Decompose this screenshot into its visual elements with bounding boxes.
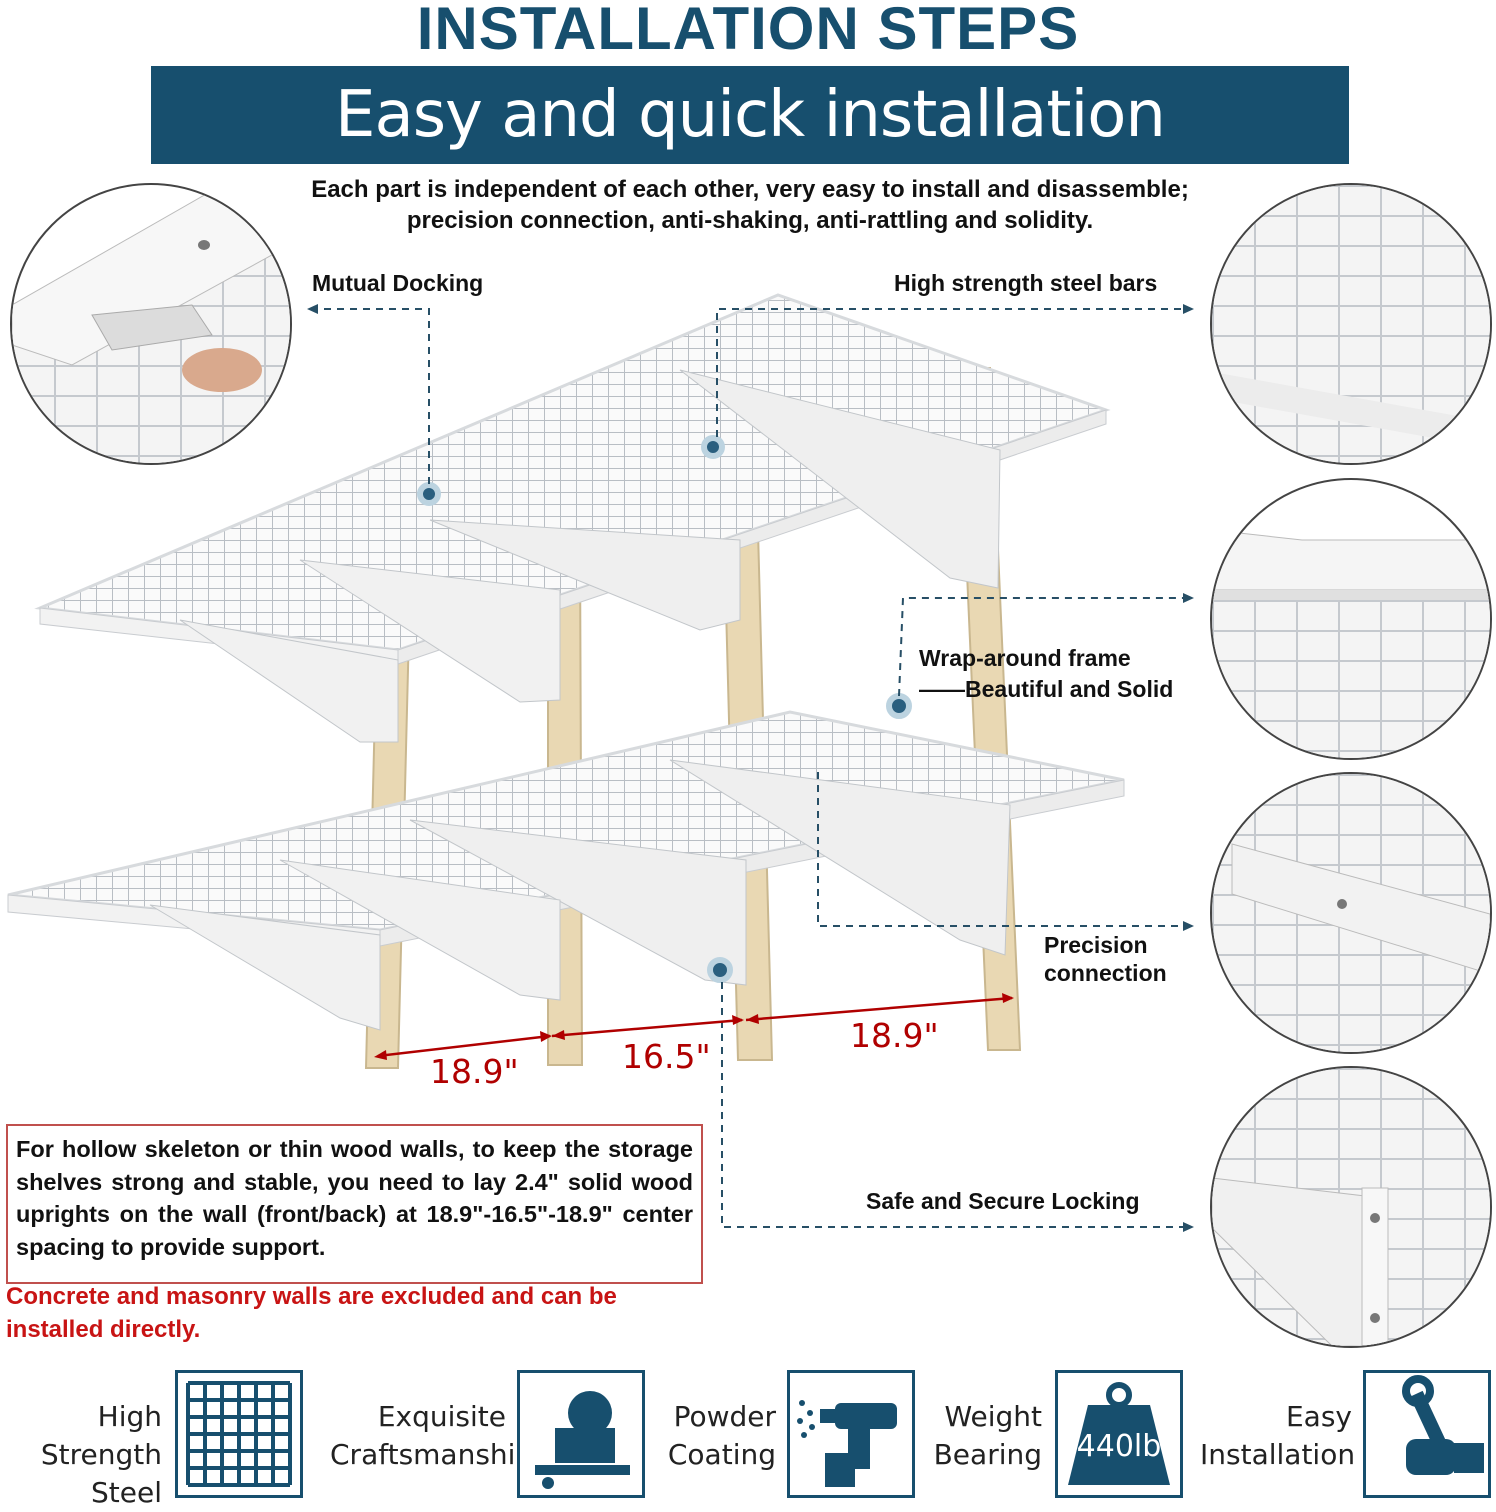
- callout-locking: Safe and Secure Locking: [866, 1188, 1140, 1214]
- callout-precision-line1: Precision: [1044, 932, 1148, 958]
- dimension-right: 18.9": [850, 1016, 939, 1055]
- callout-steel-bars: High strength steel bars: [894, 270, 1158, 296]
- callout-arrowheads: [307, 304, 1194, 1232]
- locking-detail-icon: [1212, 1068, 1490, 1346]
- banner-heading: Easy and quick installation: [151, 66, 1349, 164]
- callout-lines: [315, 308, 1186, 1228]
- callout-wrap-frame-line1: Wrap-around frame: [919, 645, 1131, 671]
- dimension-arrows: [374, 993, 1014, 1060]
- dimension-middle: 16.5": [622, 1037, 711, 1076]
- callout-wrap-frame-line2: ——Beautiful and Solid: [919, 676, 1174, 702]
- lower-shelf: [7, 710, 1125, 1031]
- upper-shelf: [34, 293, 1111, 743]
- wall-support-note: For hollow skeleton or thin wood walls, …: [6, 1124, 703, 1284]
- callout-mutual-docking: Mutual Docking: [312, 270, 484, 296]
- grid-icon: [175, 1370, 303, 1498]
- precision-detail-icon: [1212, 774, 1490, 1052]
- callout-precision-line2: connection: [1044, 960, 1167, 986]
- weight-icon: 440lb: [1055, 1370, 1183, 1498]
- intro-line-1: Each part is independent of each other, …: [311, 176, 1189, 203]
- welder-icon: [517, 1370, 645, 1498]
- feature-label-craftsmanship: Exquisite Craftsmanship: [330, 1400, 534, 1471]
- detail-mutual-docking: [10, 183, 292, 465]
- spray-gun-icon: [787, 1370, 915, 1498]
- dimension-left: 18.9": [430, 1052, 519, 1091]
- detail-steel-bars: [1210, 183, 1492, 465]
- wrench-hand-icon: [1363, 1370, 1491, 1498]
- frame-detail-icon: [1212, 529, 1490, 758]
- feature-label-weight-bearing: Weight Bearing: [933, 1400, 1042, 1471]
- feature-label-powder-coating: Powder Coating: [667, 1400, 776, 1471]
- feature-label-high-strength-steel: High Strength Steel: [40, 1400, 162, 1509]
- docking-detail-icon: [12, 185, 290, 463]
- detail-wrap-frame: [1210, 478, 1492, 760]
- detail-secure-locking: [1210, 1066, 1492, 1348]
- weight-badge: 440lb: [1076, 1429, 1162, 1464]
- feature-label-easy-installation: Easy Installation: [1200, 1400, 1356, 1471]
- masonry-warning: Concrete and masonry walls are excluded …: [6, 1283, 617, 1343]
- intro-line-2: precision connection, anti-shaking, anti…: [406, 207, 1094, 234]
- intro-text: Each part is independent of each other, …: [240, 174, 1260, 236]
- callout-markers: [417, 435, 912, 983]
- page-title: INSTALLATION STEPS: [416, 0, 1080, 62]
- steel-bars-detail-icon: [1212, 185, 1490, 463]
- detail-precision-connection: [1210, 772, 1492, 1054]
